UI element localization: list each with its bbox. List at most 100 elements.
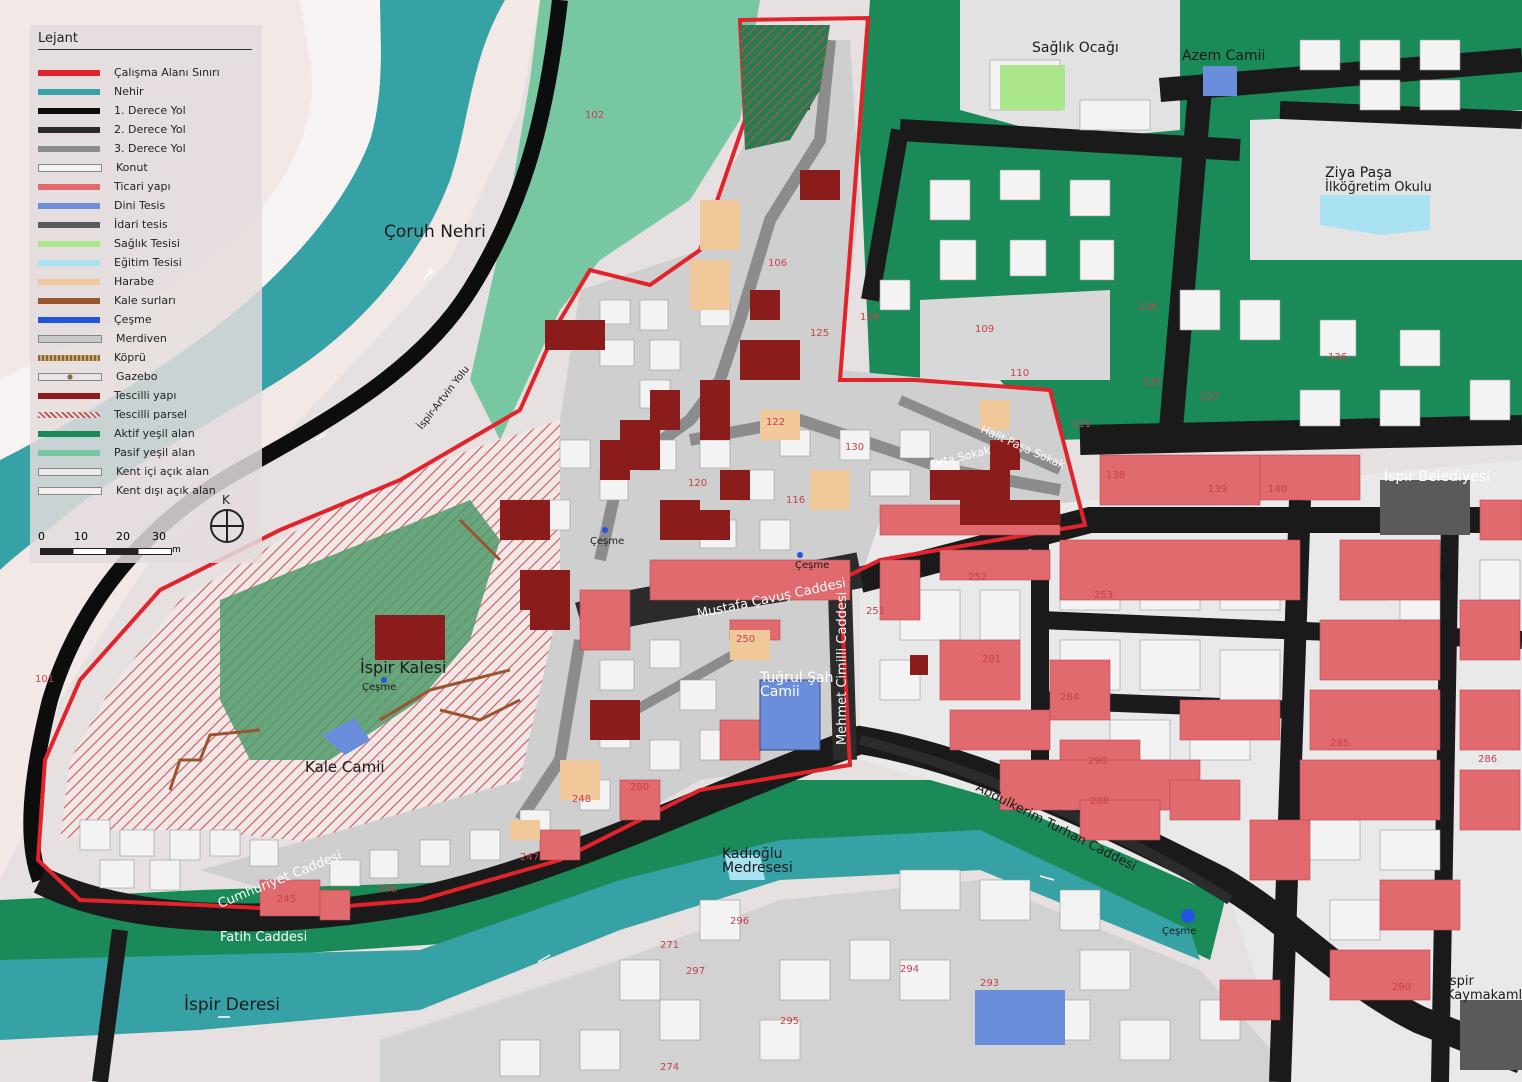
flow-arrows (218, 269, 1055, 1018)
scale-tick-20: 20 (116, 530, 130, 543)
school-open-area (1250, 110, 1522, 260)
legend-swatch (38, 297, 100, 304)
legend-item: Aktif yeşil alan (38, 424, 220, 443)
legend-swatch (38, 354, 100, 361)
study-area-boundary[interactable] (35, 15, 1088, 913)
legend-swatch (38, 183, 100, 190)
svg-text:136: 136 (1328, 352, 1347, 363)
svg-text:120: 120 (688, 478, 707, 489)
open-area-center (920, 290, 1110, 380)
svg-text:280: 280 (630, 782, 649, 793)
belediye-label: İspir Belediyesi (1384, 467, 1490, 485)
legend-swatch (38, 467, 102, 476)
map-legend: Lejant Çalışma Alanı Sınırı Nehir 1. Der… (30, 25, 262, 563)
cesme-label-1: Çeşme (590, 536, 624, 547)
north-label: K (222, 493, 230, 507)
legend-title: Lejant (38, 31, 252, 50)
svg-text:286: 286 (1478, 754, 1497, 765)
svg-text:253: 253 (1094, 590, 1113, 601)
svg-text:111: 111 (1072, 419, 1091, 430)
svg-text:140: 140 (1268, 484, 1287, 495)
cesme-label-2: Çeşme (795, 560, 829, 571)
legend-item: Çalışma Alanı Sınırı (38, 63, 220, 82)
svg-text:139: 139 (1208, 484, 1227, 495)
legend-item: Çeşme (38, 310, 220, 329)
legend-item: Gazebo (38, 367, 220, 386)
svg-text:295: 295 (780, 1016, 799, 1027)
kaymakam-label: İspir (1446, 973, 1474, 989)
svg-text:134: 134 (1138, 302, 1157, 313)
road-halit-grid (1079, 415, 1522, 455)
svg-text:247: 247 (520, 852, 539, 863)
azem-camii-label: Azem Camii (1182, 48, 1265, 64)
legend-item: 2. Derece Yol (38, 120, 220, 139)
legend-swatch (38, 221, 100, 228)
fountains[interactable] (381, 527, 1195, 923)
tugrul-camii-label: Camii (760, 684, 800, 700)
ispir-belediyesi[interactable] (1380, 480, 1470, 535)
legend-item: Kale surları (38, 291, 220, 310)
legend-item: Tescilli parsel (38, 405, 220, 424)
cesme-label-3: Çeşme (362, 682, 396, 693)
medrese-label: Medresesi (722, 860, 793, 876)
svg-text:297: 297 (686, 966, 705, 977)
svg-text:274: 274 (660, 1062, 679, 1073)
legend-item: Dini Tesis (38, 196, 220, 215)
tugrul-sah-label: Tuğrul Şah (759, 670, 834, 686)
svg-text:281: 281 (982, 654, 1001, 665)
svg-text:125: 125 (810, 328, 829, 339)
svg-text:133: 133 (1142, 377, 1161, 388)
legend-swatch (38, 107, 100, 114)
legend-item: 1. Derece Yol (38, 101, 220, 120)
saglik-ocagi[interactable] (1000, 65, 1065, 110)
svg-text:110: 110 (1010, 368, 1029, 379)
legend-item: Sağlık Tesisi (38, 234, 220, 253)
legend-item: Pasif yeşil alan (38, 443, 220, 462)
svg-text:271: 271 (660, 940, 679, 951)
legend-swatch (38, 240, 100, 247)
legend-swatch (38, 202, 100, 209)
svg-text:109: 109 (975, 324, 994, 335)
scale-unit: m (172, 545, 181, 555)
scale-bar (40, 548, 172, 555)
legend-item: Köprü (38, 348, 220, 367)
commercial-buildings (259, 454, 1522, 1021)
legend-swatch (38, 334, 102, 343)
svg-text:285: 285 (1330, 738, 1349, 749)
legend-swatch (38, 486, 102, 495)
ziya-pasa-school[interactable] (1320, 195, 1430, 235)
coruh-nehri-label: Çoruh Nehri (384, 222, 486, 242)
scale-tick-30: 30 (152, 530, 166, 543)
legend-swatch (38, 449, 100, 456)
legend-swatch (38, 145, 100, 152)
cesme-label-4: Çeşme (1162, 926, 1196, 937)
fatih-label: Fatih Caddesi (220, 930, 307, 945)
ziya-okul-label: İlköğretim Okulu (1325, 179, 1432, 195)
legend-item: Kent dışı açık alan (38, 481, 220, 500)
azem-camii[interactable] (1203, 66, 1237, 96)
svg-text:116: 116 (786, 495, 805, 506)
kadioglu-medresesi[interactable] (725, 855, 765, 880)
road-halit-pasa (897, 395, 1063, 475)
legend-swatch (38, 372, 102, 381)
ispir-kalesi-label: İspir Kalesi (360, 658, 446, 677)
svg-text:250: 250 (736, 634, 755, 645)
kaymakamlik[interactable] (1460, 1000, 1522, 1070)
road-south-lower (92, 928, 128, 1082)
legend-item: Konut (38, 158, 220, 177)
legend-swatch (38, 430, 100, 437)
svg-text:130: 130 (845, 442, 864, 453)
road-north-3 (899, 119, 1241, 161)
tugrul-sah-camii[interactable] (759, 679, 821, 751)
scale-tick-10: 10 (74, 530, 88, 543)
legend-item: Eğitim Tesisi (38, 253, 220, 272)
kale-camii-building[interactable] (322, 718, 370, 755)
castle-walls (168, 518, 521, 791)
svg-text:122: 122 (766, 417, 785, 428)
legend-swatch (38, 316, 100, 323)
legend-swatch (38, 392, 100, 399)
ispir-deresi-label: İspir Deresi (184, 994, 280, 1015)
kale-green-area (220, 500, 500, 760)
mosque-south[interactable] (975, 990, 1065, 1045)
